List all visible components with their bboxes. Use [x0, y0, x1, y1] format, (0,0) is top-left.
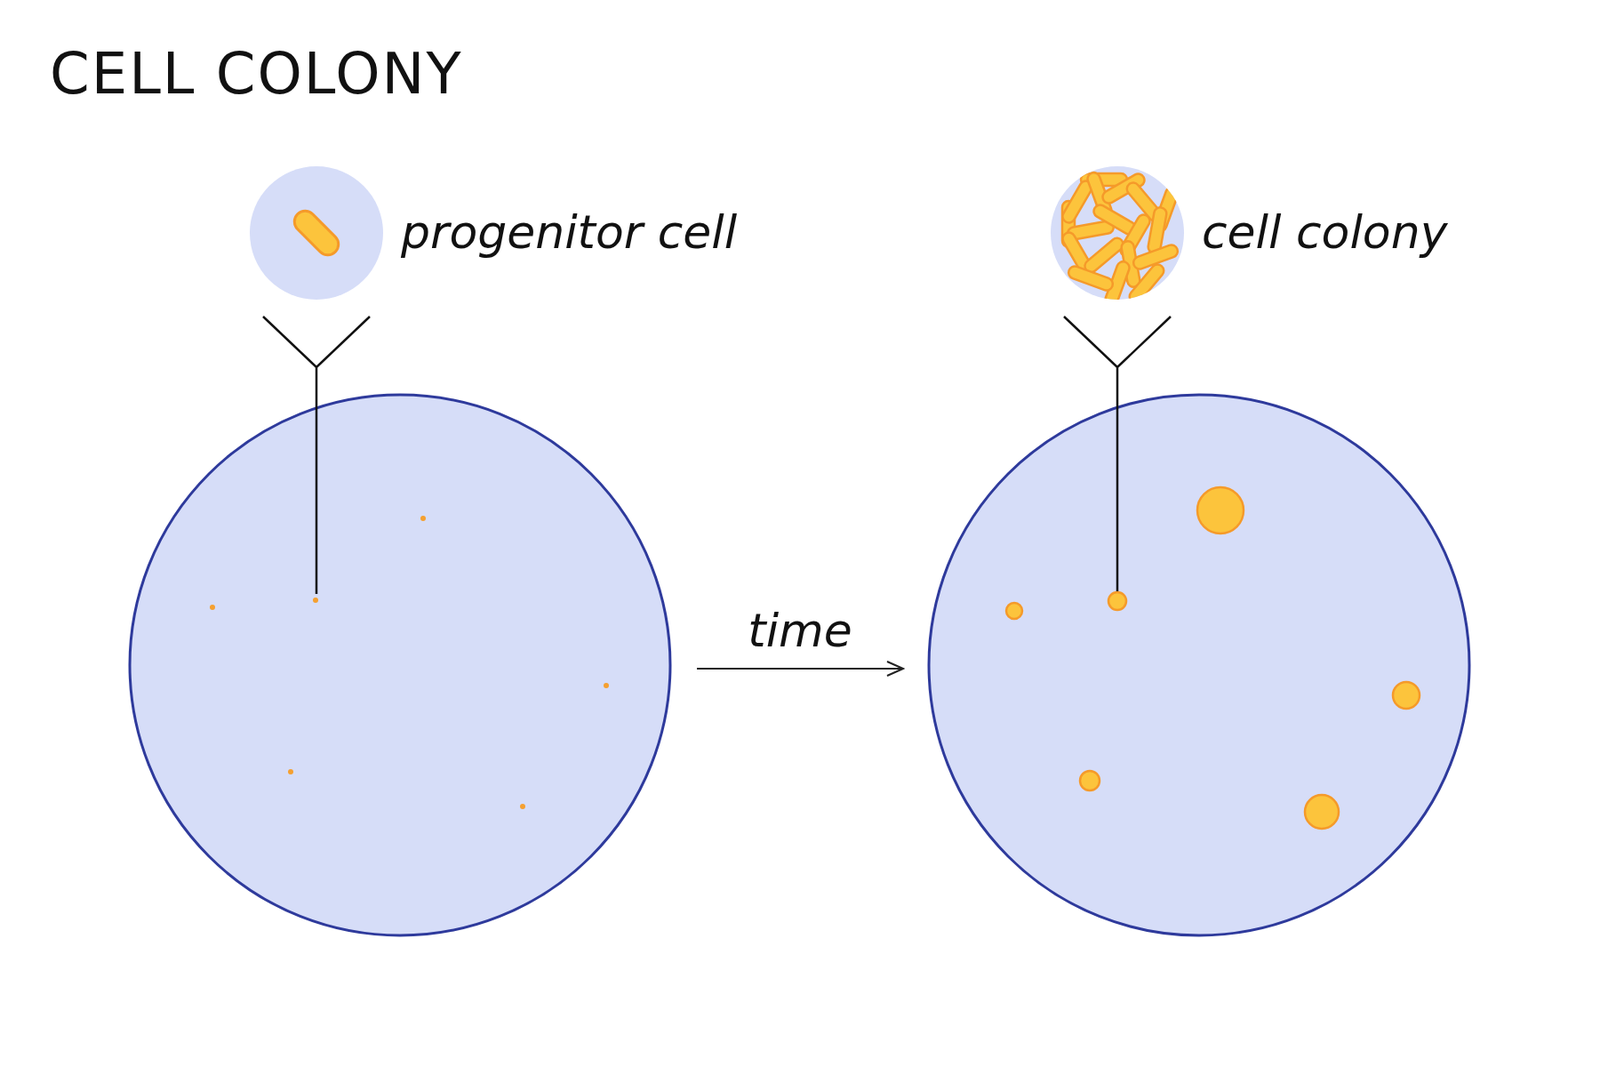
colonies [1006, 487, 1420, 829]
petri-dish [928, 394, 1470, 936]
inset-node: progenitor cell [249, 166, 384, 300]
inset-circle [249, 166, 384, 300]
time-arrow [696, 667, 904, 670]
time-label: time [747, 605, 852, 656]
single-cells [209, 515, 609, 809]
leader-line [263, 316, 370, 594]
inset-label: cell colony [1201, 207, 1448, 258]
leader-line [1064, 316, 1171, 592]
petri-dish [129, 394, 671, 936]
inset-node: cell colony [1050, 166, 1184, 300]
title: CELL COLONY [49, 42, 464, 105]
inset-circle [1050, 166, 1184, 300]
inset-label: progenitor cell [400, 207, 737, 258]
